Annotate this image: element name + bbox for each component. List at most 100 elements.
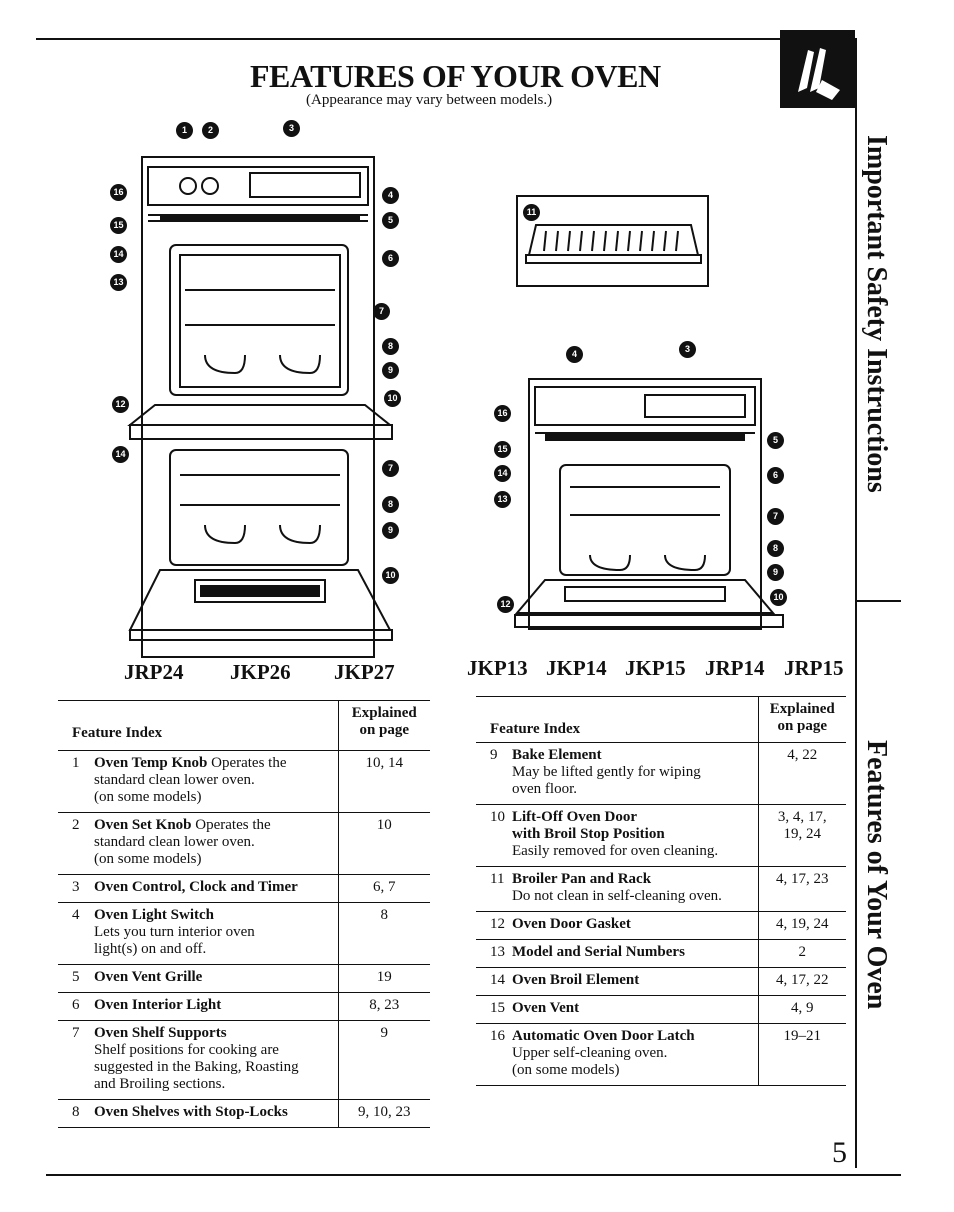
- feature-description: standard clean lower oven.: [94, 834, 255, 850]
- feature-number: 3: [72, 879, 80, 895]
- feature-description: Operates the: [195, 817, 271, 833]
- feature-number: 1: [72, 755, 80, 771]
- page-number: 5: [832, 1136, 847, 1169]
- page-reference: 3, 4, 17,19, 24: [757, 804, 846, 867]
- callout-10-lower: 10: [382, 567, 399, 584]
- side-tab-safety[interactable]: Important Safety Instructions: [861, 135, 892, 493]
- feature-description: Upper self-cleaning oven.: [512, 1045, 668, 1061]
- model-label: JKP13: [467, 656, 528, 680]
- top-rule: [36, 38, 856, 40]
- feature-name: Oven Temp Knob: [94, 755, 208, 771]
- feature-cell: 14 Oven Broil Element: [476, 967, 758, 996]
- feature-index-header: Feature Index: [490, 721, 581, 737]
- table-row: 14 Oven Broil Element 4, 17, 22: [476, 967, 846, 996]
- table-header: Feature Index Explained on page: [476, 696, 846, 743]
- bottom-rule: [46, 1174, 901, 1176]
- feature-description: Lets you turn interior oven: [94, 924, 255, 940]
- page-number-list: 9: [380, 1025, 389, 1041]
- feature-description: (on some models): [94, 851, 202, 867]
- callout-13-right: 13: [494, 491, 511, 508]
- feature-number: 2: [72, 817, 80, 833]
- feature-name: Broiler Pan and Rack: [512, 871, 652, 887]
- page-subtitle: (Appearance may vary between models.): [306, 92, 553, 108]
- page-reference: 4, 17, 22: [757, 967, 846, 996]
- page-number-list: 4, 22: [787, 747, 818, 763]
- feature-name: Oven Light Switch: [94, 907, 215, 923]
- callout-4: 4: [382, 187, 399, 204]
- feature-name: Oven Shelf Supports: [94, 1025, 227, 1041]
- callout-10: 10: [384, 390, 401, 407]
- broiler-pan-diagram: [516, 195, 709, 287]
- feature-name: Oven Door Gasket: [512, 916, 631, 932]
- model-label: JKP27: [334, 660, 395, 684]
- page-reference: 19–21: [757, 1023, 846, 1086]
- feature-number: 8: [72, 1104, 80, 1120]
- feature-number: 10: [490, 809, 505, 825]
- callout-1: 1: [176, 122, 193, 139]
- page-number-list: 9, 10, 23: [358, 1104, 411, 1120]
- callout-5-right: 5: [767, 432, 784, 449]
- feature-name: Oven Broil Element: [512, 972, 640, 988]
- callout-8-lower: 8: [382, 496, 399, 513]
- model-label: JRP14: [705, 656, 765, 680]
- model-label: JRP15: [784, 656, 844, 680]
- page-number-list: 10: [376, 817, 392, 833]
- feature-number: 5: [72, 969, 80, 985]
- side-tab-features[interactable]: Features of Your Oven: [861, 740, 892, 1010]
- callout-2: 2: [202, 122, 219, 139]
- page-number-list: 10, 14: [365, 755, 404, 771]
- feature-index-header: Feature Index: [72, 725, 163, 741]
- page-reference: 4, 19, 24: [757, 911, 846, 940]
- feature-name: Oven Interior Light: [94, 997, 222, 1013]
- double-oven-diagram: [127, 156, 393, 658]
- page-number-list: 4, 17, 23: [776, 871, 829, 887]
- page-reference: 10: [337, 812, 430, 875]
- table-header: Feature Index Explained on page: [58, 700, 430, 751]
- callout-4-right: 4: [566, 346, 583, 363]
- feature-name: Oven Vent: [512, 1000, 580, 1016]
- feature-description: Easily removed for oven cleaning.: [512, 843, 719, 859]
- feature-description: suggested in the Baking, Roasting: [94, 1059, 299, 1075]
- callout-12-right: 12: [497, 596, 514, 613]
- page-reference: 10, 14: [337, 750, 430, 813]
- page-number-list: 8, 23: [369, 997, 400, 1013]
- feature-description: standard clean lower oven.: [94, 772, 255, 788]
- feature-number: 11: [490, 871, 505, 887]
- feature-description: Operates the: [211, 755, 287, 771]
- page-number-list: 6, 7: [373, 879, 396, 895]
- feature-description: (on some models): [512, 1062, 620, 1078]
- hand-logo-icon: [780, 30, 855, 108]
- single-oven-diagram: [514, 378, 784, 630]
- feature-description: and Broiling sections.: [94, 1076, 226, 1092]
- callout-3-right: 3: [679, 341, 696, 358]
- feature-description: oven floor.: [512, 781, 577, 797]
- callout-7: 7: [373, 303, 390, 320]
- callout-16-right: 16: [494, 405, 511, 422]
- callout-5: 5: [382, 212, 399, 229]
- feature-number: 4: [72, 907, 80, 923]
- feature-number: 14: [490, 972, 505, 988]
- callout-16: 16: [110, 184, 127, 201]
- callout-13: 13: [110, 274, 127, 291]
- explained-header: Explained on page: [337, 700, 430, 751]
- page-reference: 4, 17, 23: [757, 866, 846, 912]
